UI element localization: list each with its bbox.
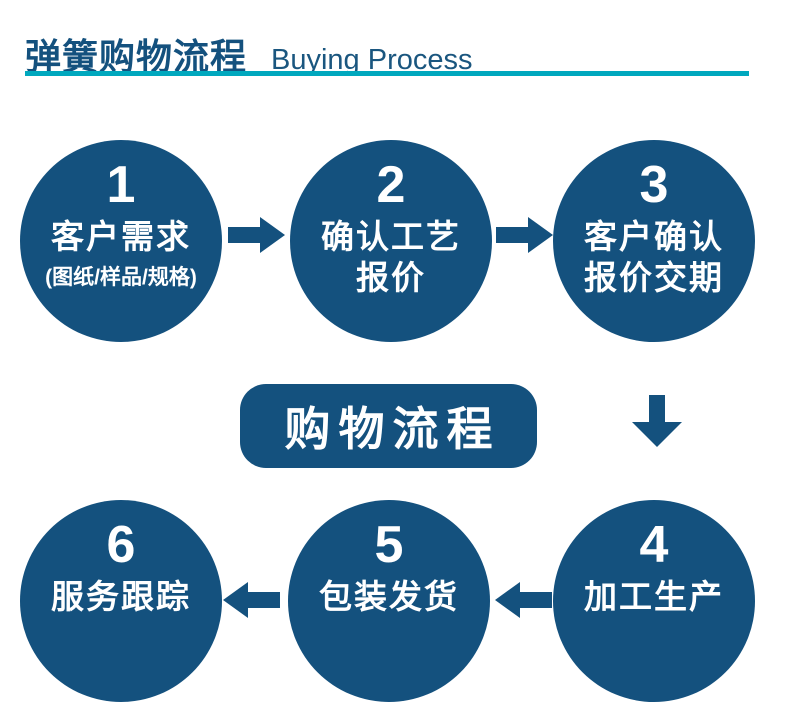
step-2-label-line2: 报价 [356,259,426,297]
arrow-down-icon [632,395,682,447]
arrow-right-icon [228,217,285,253]
step-circle-6: 6 服务跟踪 [20,500,222,702]
step-3-label-line2: 报价交期 [584,259,724,297]
step-circle-2: 2 确认工艺 报价 [290,140,492,342]
header-divider [25,71,749,76]
step-circle-4: 4 加工生产 [553,500,755,702]
step-3-label: 客户确认 [584,217,724,255]
step-6-number: 6 [106,516,136,574]
page-header: 弹簧购物流程 Buying Process [25,28,473,80]
step-6-label: 服务跟踪 [51,577,191,615]
step-2-label: 确认工艺 [321,217,461,255]
step-circle-3: 3 客户确认 报价交期 [553,140,755,342]
step-4-label: 加工生产 [584,577,724,615]
step-3-number: 3 [639,156,669,214]
step-4-number: 4 [639,516,669,574]
step-5-number: 5 [374,516,404,574]
arrow-right-icon [496,217,553,253]
center-badge: 购物流程 [240,384,537,468]
step-1-number: 1 [106,156,136,214]
step-circle-1: 1 客户需求 (图纸/样品/规格) [20,140,222,342]
step-2-number: 2 [376,156,406,214]
arrow-left-icon [223,582,280,618]
page-title-zh: 弹簧购物流程 [25,36,248,77]
arrow-left-icon [495,582,552,618]
step-circle-5: 5 包装发货 [288,500,490,702]
step-5-label: 包装发货 [319,577,459,615]
step-1-label: 客户需求 [51,217,191,255]
step-1-sublabel: (图纸/样品/规格) [45,266,197,290]
page-title-en: Buying Process [271,44,473,76]
